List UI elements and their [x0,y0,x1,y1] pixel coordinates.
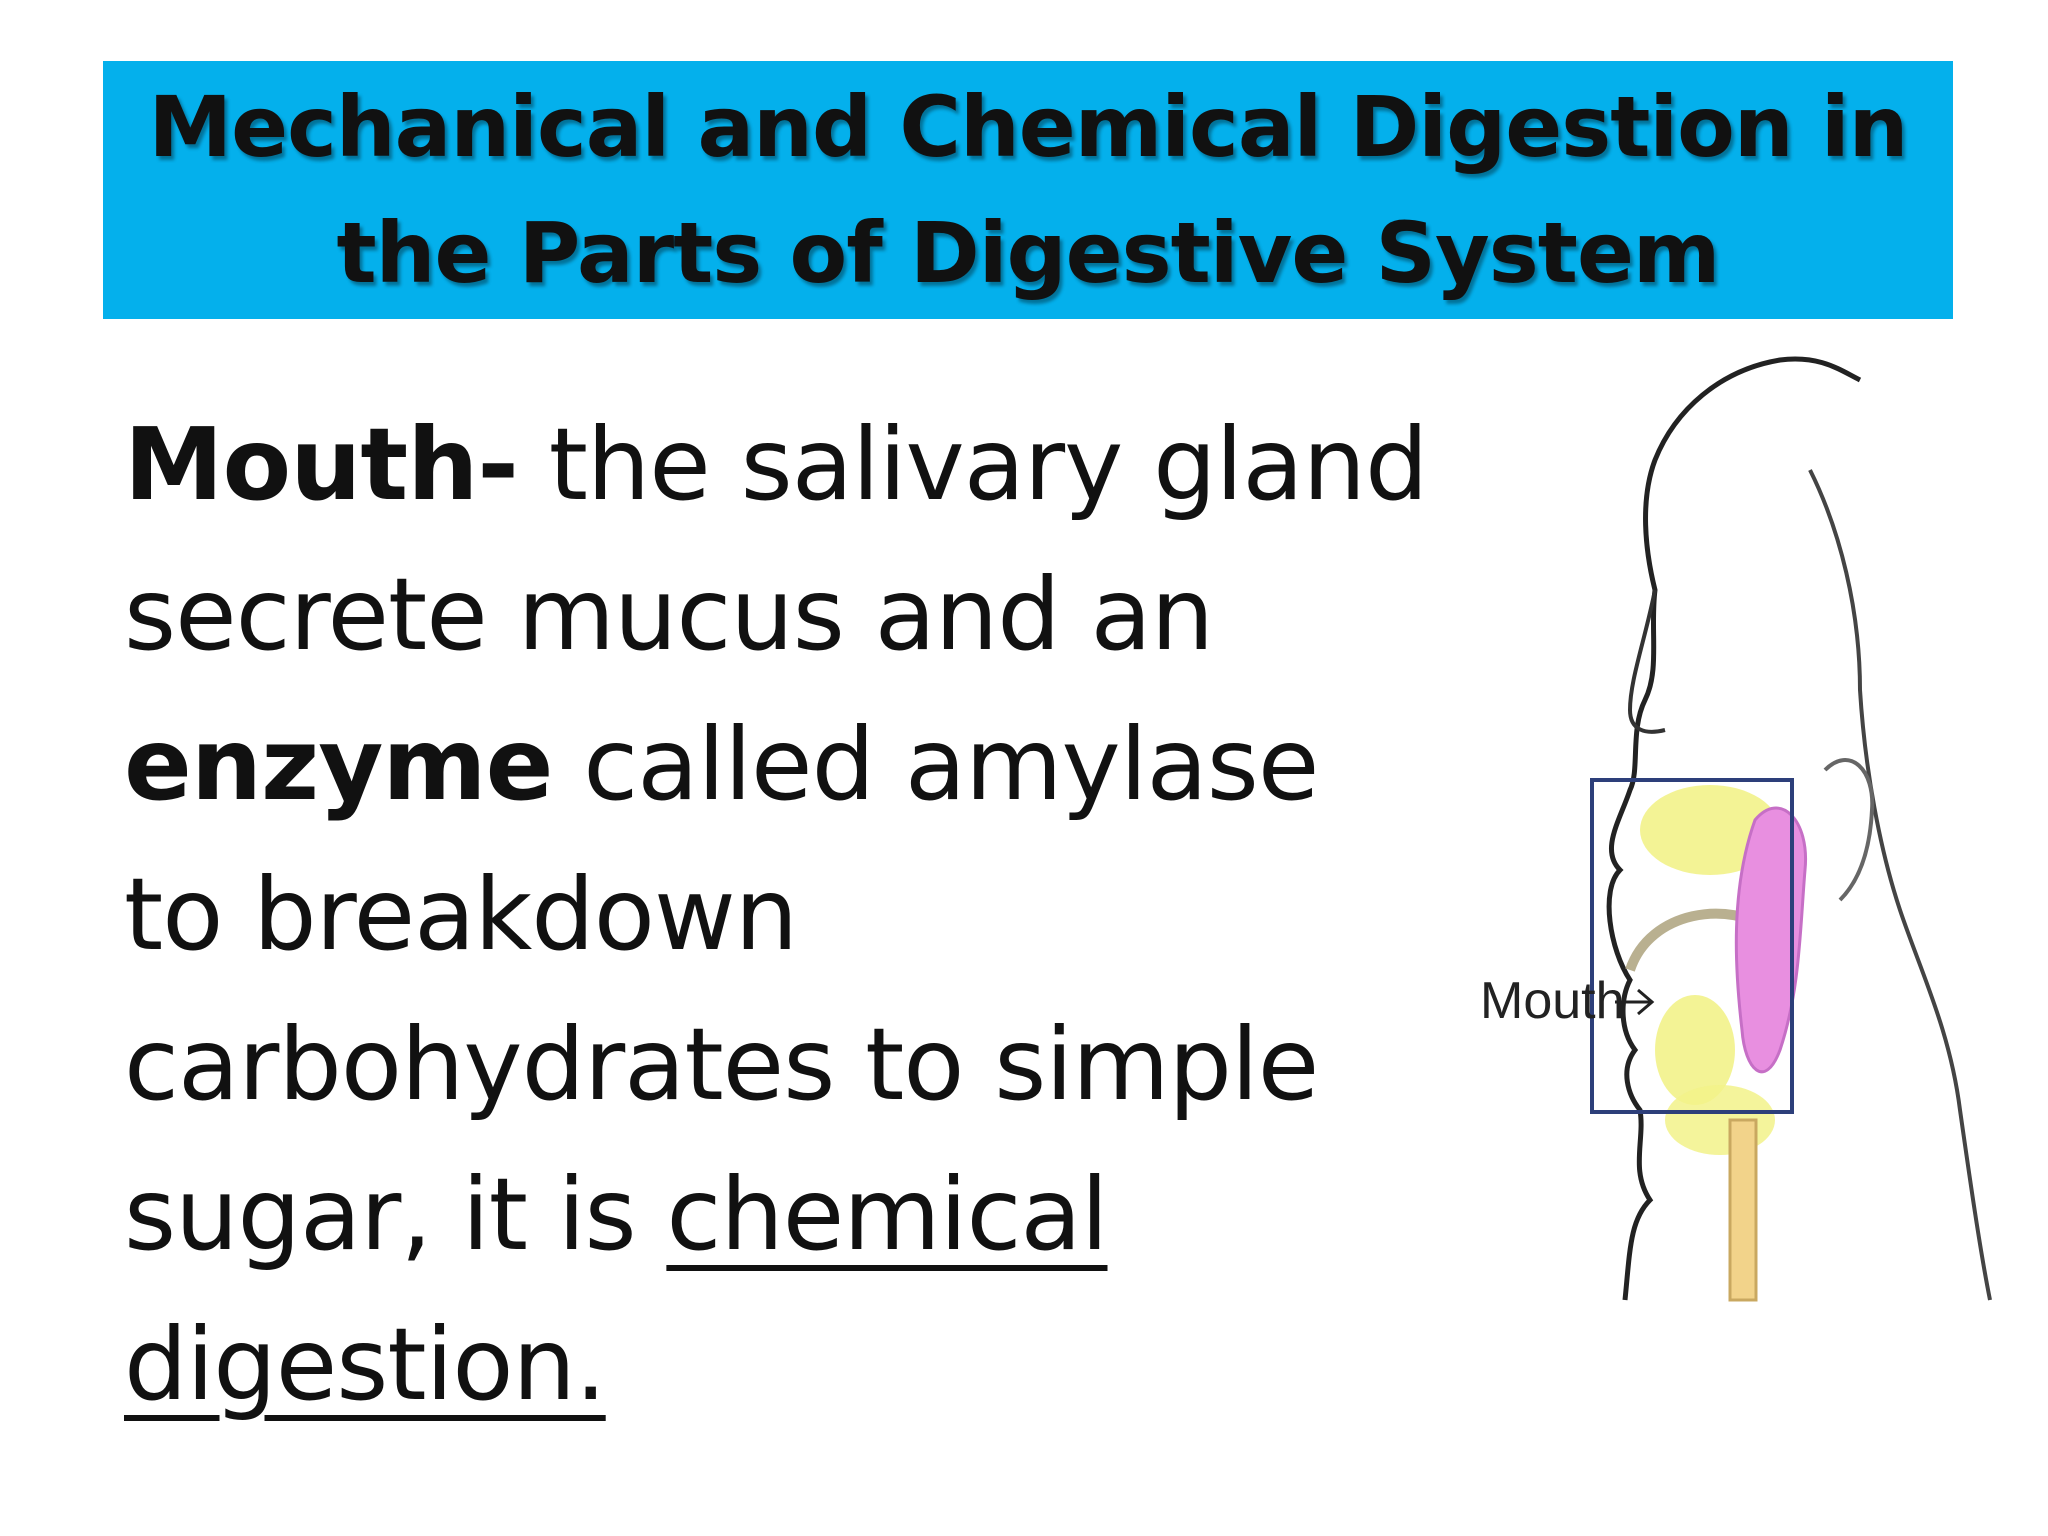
term-mouth: Mouth- [124,406,519,523]
lower-gland-shape [1665,1085,1775,1155]
mouth-pointer-arrow [1637,988,1655,1016]
term-chemical-digestion: chemical digestion. [124,1156,1108,1423]
mouth-label: Mouth [1480,972,1625,1030]
mouth-highlight-box [1590,778,1794,1114]
body-text-part-2: called amylase to breakdown carbohydrate… [124,706,1319,1273]
tongue-shape [1655,995,1735,1105]
body-paragraph: Mouth- the salivary gland secrete mucus … [124,390,1444,1440]
head-outline [1606,356,1862,1301]
esophagus-shape [1728,1118,1758,1302]
body-text-part-1: the salivary gland secrete mucus and an [124,406,1428,673]
term-enzyme: enzyme [124,706,553,823]
slide-title: Mechanical and Chemical Digestion in the… [148,78,1909,302]
mouth-diagram: Mouth [1480,356,1992,1302]
title-banner: Mechanical and Chemical Digestion in the… [103,61,1953,319]
ear-outline [1823,758,1875,902]
salivary-gland-shape [1734,806,1808,1074]
nose-outline [1627,589,1666,734]
back-of-head [1808,469,1992,1301]
